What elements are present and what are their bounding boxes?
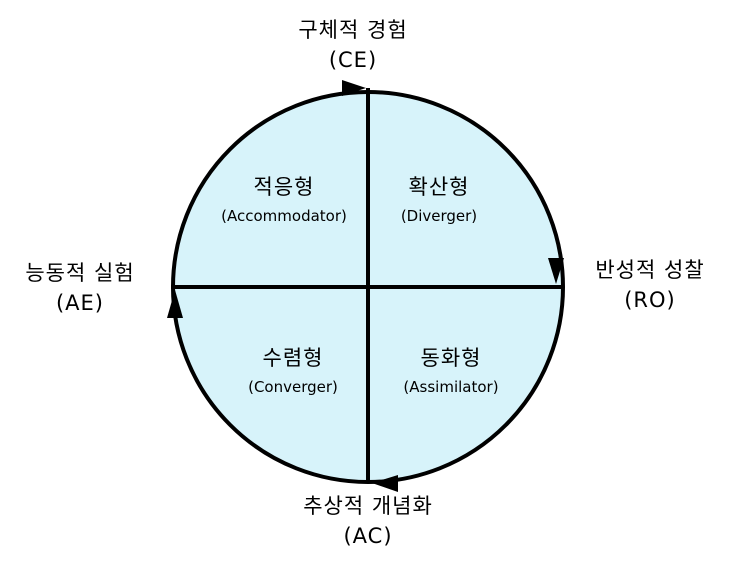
axis-top-label: 구체적 경험 (CE) [253,15,453,75]
quadrant-accommodator-english: (Accommodator) [221,207,347,225]
axis-left-abbr: (AE) [55,291,105,315]
axis-right-title: 반성적 성찰 [595,258,705,282]
axis-bottom-label: 추상적 개념화 (AC) [258,491,478,551]
quadrant-converger: 수렴형 (Converger) [208,343,378,399]
axis-bottom-title: 추상적 개념화 [303,494,433,518]
arrow-ce [342,80,366,96]
quadrant-diverger-name: 확산형 [408,175,470,199]
axis-top-abbr: (CE) [328,48,378,72]
axis-right-label: 반성적 성찰 (RO) [570,255,730,315]
quadrant-assimilator: 동화형 (Assimilator) [366,343,536,399]
arrow-ro [548,258,564,284]
arrow-ae [167,290,183,318]
quadrant-accommodator-name: 적응형 [253,175,315,199]
quadrant-converger-name: 수렴형 [262,346,324,370]
axis-left-title: 능동적 실험 [25,261,135,285]
quadrant-assimilator-english: (Assimilator) [403,378,499,396]
quadrant-diverger-english: (Diverger) [400,207,478,225]
quadrant-accommodator: 적응형 (Accommodator) [199,172,369,228]
quadrant-diverger: 확산형 (Diverger) [354,172,524,228]
quadrant-converger-english: (Converger) [248,378,338,396]
axis-bottom-abbr: (AC) [343,524,393,548]
quadrant-assimilator-name: 동화형 [420,346,482,370]
axis-left-label: 능동적 실험 (AE) [0,258,160,318]
arrow-ac [372,475,398,492]
axis-top-title: 구체적 경험 [298,18,408,42]
axis-right-abbr: (RO) [624,288,676,312]
